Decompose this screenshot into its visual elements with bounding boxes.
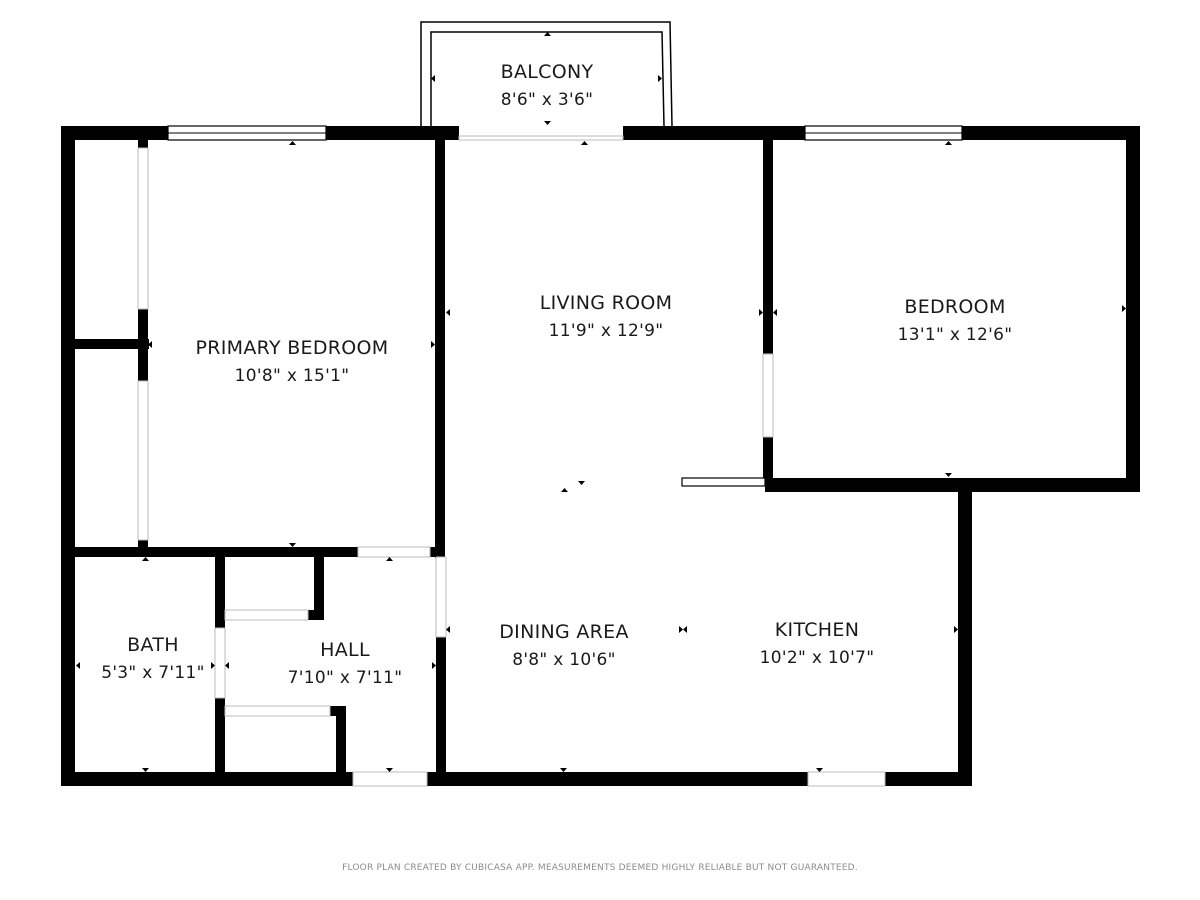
room-dimensions-primary-bedroom: 10'8" x 15'1"	[235, 366, 350, 386]
room-dimensions-living-room: 11'9" x 12'9"	[549, 321, 664, 341]
windows	[167, 125, 963, 487]
wall-right-bedroom	[1126, 126, 1140, 492]
room-name-bedroom: BEDROOM	[904, 296, 1005, 318]
opening-balcony	[458, 135, 624, 141]
wall-right-kitchen	[958, 478, 972, 786]
wall-bedroom-left-top	[763, 136, 773, 354]
room-name-kitchen: KITCHEN	[775, 619, 859, 641]
opening-primary-door	[357, 546, 431, 558]
wall-top-right	[962, 126, 1140, 140]
room-name-hall: HALL	[320, 639, 370, 661]
room-name-dining-area: DINING AREA	[499, 621, 629, 643]
opening-entry	[352, 771, 428, 787]
wall-primary-right	[435, 136, 445, 558]
wall-bath-hall-bottom	[215, 698, 225, 776]
room-label-bath: BATH 5'3" x 7'11"	[101, 634, 205, 683]
wall-top-left	[61, 126, 168, 140]
room-dimensions-dining-area: 8'8" x 10'6"	[512, 650, 616, 670]
opening-bath	[214, 627, 226, 699]
window-closet-divider	[681, 477, 766, 487]
room-dimensions-bath: 5'3" x 7'11"	[101, 663, 205, 683]
wall-primary-bottom-b	[430, 547, 445, 557]
openings	[137, 135, 886, 787]
wall-closet-vertical-mid	[138, 309, 148, 381]
wall-closet-vertical-top	[138, 136, 148, 148]
room-dimensions-bedroom: 13'1" x 12'6"	[898, 325, 1013, 345]
wall-closet-lower-top	[330, 706, 346, 716]
room-label-hall: HALL 7'10" x 7'11"	[288, 639, 403, 688]
wall-closet-lower-right	[336, 706, 346, 776]
room-name-living-room: LIVING ROOM	[540, 292, 673, 314]
room-label-living-room: LIVING ROOM 11'9" x 12'9"	[540, 292, 673, 341]
wall-top-mid-left	[326, 126, 459, 140]
wall-left	[61, 126, 75, 786]
opening-bedroom	[762, 353, 774, 438]
wall-bottom-right	[885, 772, 972, 786]
room-label-kitchen: KITCHEN 10'2" x 10'7"	[760, 619, 875, 668]
wall-closet-upper-right	[314, 552, 324, 620]
room-label-dining-area: DINING AREA 8'8" x 10'6"	[499, 621, 629, 670]
wall-bath-hall-top	[215, 552, 225, 628]
room-label-balcony: BALCONY 8'6" x 3'6"	[501, 61, 594, 110]
wall-bedroom-left-bottom	[763, 437, 773, 485]
dimension-ticks	[76, 32, 1126, 772]
opening-closet-lower	[224, 705, 331, 717]
opening-closet-b	[137, 380, 149, 541]
opening-closet-a	[137, 147, 149, 310]
room-name-balcony: BALCONY	[501, 61, 594, 83]
wall-closet-vertical-bottom	[138, 540, 148, 552]
wall-hall-dining	[436, 637, 446, 777]
wall-primary-bottom-a	[61, 547, 358, 557]
room-label-primary-bedroom: PRIMARY BEDROOM 10'8" x 15'1"	[196, 337, 389, 386]
opening-hall-dining	[435, 556, 447, 638]
room-label-bedroom: BEDROOM 13'1" x 12'6"	[898, 296, 1013, 345]
wall-bottom-mid	[427, 772, 808, 786]
room-name-bath: BATH	[127, 634, 179, 656]
room-name-primary-bedroom: PRIMARY BEDROOM	[196, 337, 389, 359]
room-dimensions-hall: 7'10" x 7'11"	[288, 668, 403, 688]
room-dimensions-balcony: 8'6" x 3'6"	[501, 90, 593, 110]
wall-top-mid-right	[623, 126, 805, 140]
walls	[61, 126, 1140, 786]
wall-bottom-left	[61, 772, 353, 786]
wall-bedroom-bottom	[765, 478, 1140, 492]
room-dimensions-kitchen: 10'2" x 10'7"	[760, 648, 875, 668]
balcony-outline	[420, 21, 673, 127]
footer-disclaimer: FLOOR PLAN CREATED BY CUBICASA APP. MEAS…	[342, 863, 858, 873]
opening-kitchen-bottom	[807, 771, 886, 787]
wall-closet-horizontal	[61, 339, 149, 349]
opening-closet-upper	[224, 609, 309, 621]
wall-closet-upper-bottom	[308, 610, 324, 620]
